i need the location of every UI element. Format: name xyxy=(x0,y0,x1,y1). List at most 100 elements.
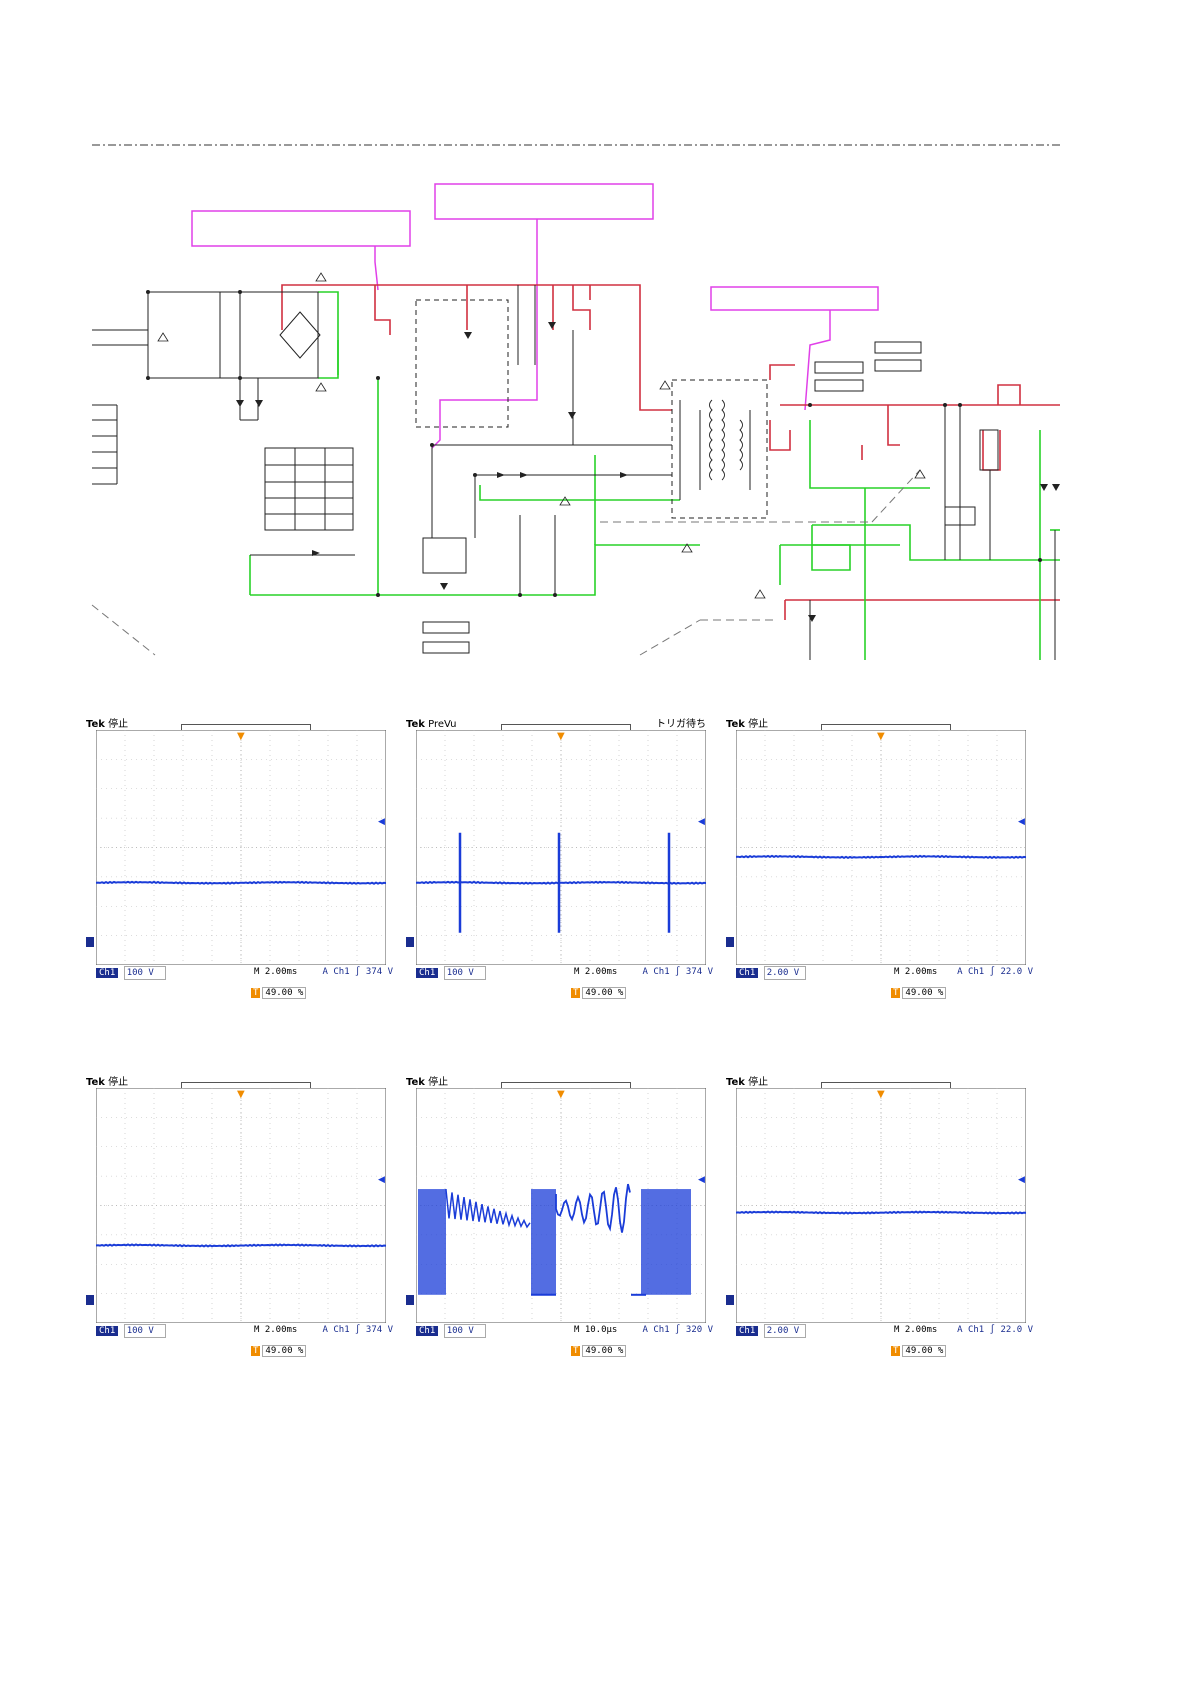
trigger-level: 320 V xyxy=(685,1325,713,1335)
channel-label: Ch1 xyxy=(96,1326,119,1336)
scope-footer: Ch1 2.00 V M 2.00ms A Ch1 ∫ 22.0 V xyxy=(736,966,1036,980)
volts-per-div: 100 V xyxy=(123,966,166,980)
brand-label: Tek xyxy=(726,719,745,730)
record-bar xyxy=(501,1082,631,1089)
trigger-info: A Ch1 ∫ 374 V xyxy=(643,966,713,978)
volts-per-div: 100 V xyxy=(443,966,486,980)
trigger-pos-icon: T xyxy=(571,1346,581,1356)
scope-header: Tek 停止 xyxy=(726,718,1026,732)
ground-marker-icon xyxy=(726,1294,734,1305)
trigger-level: 374 V xyxy=(685,967,713,977)
scope-footer: Ch1 100 V M 10.0µs A Ch1 ∫ 320 V xyxy=(416,1324,716,1338)
scope-screen: ▼ ◀ xyxy=(416,730,706,965)
scope-footer: Ch1 100 V M 2.00ms A Ch1 ∫ 374 V xyxy=(96,966,396,980)
trigger-pos-icon: T xyxy=(251,988,261,998)
mode-label: 停止 xyxy=(108,1077,129,1088)
trigger-level: 374 V xyxy=(365,967,393,977)
scope-screen: ▼ ◀ xyxy=(96,1088,386,1323)
scope-screen: ▼ ◀ xyxy=(736,1088,1026,1323)
brand-label: Tek xyxy=(406,1077,425,1088)
trigger-pos-value: 49.00 % xyxy=(262,987,307,999)
scope-panel-5: Tek 停止 ▼ ◀ Ch1 100 V M 10.0µs A Ch1 ∫ 32… xyxy=(406,1076,713,1361)
scope-header: Tek 停止 xyxy=(86,1076,386,1090)
callout-boxes xyxy=(191,183,879,449)
scope-panel-2: Tek PreVu トリガ待ち ▼ ◀ Ch1 100 V M 2.00ms A… xyxy=(406,718,713,1003)
return-green-traces xyxy=(249,291,1060,660)
trigger-marker-icon: ▼ xyxy=(557,731,565,742)
trigger-level-icon: ◀ xyxy=(698,817,705,827)
scope-panel-6: Tek 停止 ▼ ◀ Ch1 2.00 V M 2.00ms A Ch1 ∫ 2… xyxy=(726,1076,1033,1361)
scope-header: Tek PreVu トリガ待ち xyxy=(406,718,706,732)
warning-triangles xyxy=(157,272,926,599)
scope-footer: Ch1 100 V M 2.00ms A Ch1 ∫ 374 V xyxy=(416,966,716,980)
trigger-marker-icon: ▼ xyxy=(557,1089,565,1100)
trigger-marker-icon: ▼ xyxy=(877,731,885,742)
trigger-pos-value: 49.00 % xyxy=(582,1345,627,1357)
brand-label: Tek xyxy=(406,719,425,730)
mode-label: 停止 xyxy=(108,719,129,730)
junction-dots xyxy=(146,290,1042,597)
timebase: M 10.0µs xyxy=(574,1325,618,1335)
waveform-trace xyxy=(736,1210,1026,1215)
power-supply-schematic xyxy=(91,144,1060,660)
mode-label: 停止 xyxy=(748,719,769,730)
scope-panel-4: Tek 停止 ▼ ◀ Ch1 100 V M 2.00ms A Ch1 ∫ 37… xyxy=(86,1076,393,1361)
scope-screen: ▼ ◀ xyxy=(416,1088,706,1323)
scope-screen: ▼ ◀ xyxy=(736,730,1026,965)
volts-per-div: 2.00 V xyxy=(763,1324,806,1338)
scope-footer: Ch1 2.00 V M 2.00ms A Ch1 ∫ 22.0 V xyxy=(736,1324,1036,1338)
channel-label: Ch1 xyxy=(736,1326,759,1336)
trigger-info: A Ch1 ∫ 22.0 V xyxy=(957,966,1033,978)
scope-screen: ▼ ◀ xyxy=(96,730,386,965)
dashed-regions xyxy=(415,299,768,519)
waveform-trace xyxy=(416,880,706,885)
trigger-level-icon: ◀ xyxy=(378,817,385,827)
scope-header: Tek 停止 xyxy=(406,1076,706,1090)
timebase: M 2.00ms xyxy=(894,1325,938,1335)
trigger-source: A Ch1 ∫ xyxy=(642,967,681,977)
record-bar xyxy=(821,1082,951,1089)
trigger-info: A Ch1 ∫ 374 V xyxy=(323,966,393,978)
trigger-pos-value: 49.00 % xyxy=(262,1345,307,1357)
timebase: M 2.00ms xyxy=(254,967,298,977)
waveform-block xyxy=(641,1189,691,1295)
trigger-info: A Ch1 ∫ 320 V xyxy=(643,1324,713,1336)
trigger-pos-icon: T xyxy=(251,1346,261,1356)
ground-marker-icon xyxy=(726,936,734,947)
ground-marker-icon xyxy=(86,936,94,947)
bridge-rectifier xyxy=(279,311,321,359)
status-extra: トリガ待ち xyxy=(656,719,706,730)
waveform-trace xyxy=(736,854,1026,860)
waveform-block xyxy=(531,1189,556,1295)
channel-label: Ch1 xyxy=(96,968,119,978)
scope-header: Tek 停止 xyxy=(726,1076,1026,1090)
trigger-source: A Ch1 ∫ xyxy=(957,967,996,977)
timebase: M 2.00ms xyxy=(574,967,618,977)
scope-header: Tek 停止 xyxy=(86,718,386,732)
volts-per-div: 2.00 V xyxy=(763,966,806,980)
trigger-pos-value: 49.00 % xyxy=(902,1345,947,1357)
trigger-pos-value: 49.00 % xyxy=(902,987,947,999)
ground-marker-icon xyxy=(86,1294,94,1305)
trigger-source: A Ch1 ∫ xyxy=(957,1325,996,1335)
trigger-level: 22.0 V xyxy=(1000,1325,1033,1335)
trigger-pos-icon: T xyxy=(891,988,901,998)
mode-label: PreVu xyxy=(428,719,457,730)
brand-label: Tek xyxy=(726,1077,745,1088)
trigger-pos-icon: T xyxy=(571,988,581,998)
trigger-pos-value: 49.00 % xyxy=(582,987,627,999)
channel-label: Ch1 xyxy=(736,968,759,978)
record-bar xyxy=(181,724,311,731)
record-bar xyxy=(501,724,631,731)
black-wiring xyxy=(92,285,1056,660)
trigger-level: 374 V xyxy=(365,1325,393,1335)
scope-panel-1: Tek 停止 ▼ ◀ Ch1 100 V M 2.00ms A Ch1 ∫ 37… xyxy=(86,718,393,1003)
isolation-lines xyxy=(91,469,921,656)
trigger-level-icon: ◀ xyxy=(698,1175,705,1185)
brand-label: Tek xyxy=(86,1077,105,1088)
